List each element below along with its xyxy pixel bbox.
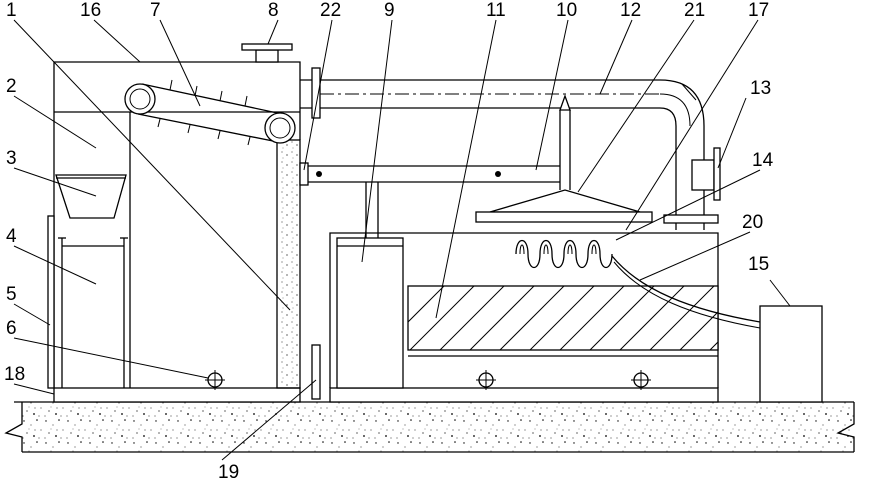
label-10: 10 <box>556 0 577 21</box>
label-18: 18 <box>4 364 25 385</box>
pipe-network <box>299 67 721 238</box>
label-14: 14 <box>752 150 774 171</box>
label-3: 3 <box>6 148 17 169</box>
ground-slab <box>4 401 855 453</box>
right-housing <box>311 232 823 403</box>
label-2: 2 <box>6 76 17 97</box>
label-16: 16 <box>80 0 101 21</box>
conveyor-belt <box>124 79 296 146</box>
label-4: 4 <box>6 226 17 247</box>
label-11: 11 <box>486 0 506 21</box>
label-1: 1 <box>6 0 17 21</box>
label-22: 22 <box>320 0 341 21</box>
label-20: 20 <box>742 212 763 233</box>
label-6: 6 <box>6 318 17 339</box>
left-housing <box>47 43 301 403</box>
label-7: 7 <box>150 0 161 21</box>
part-labels: 1 2 3 4 5 6 7 8 9 10 11 12 13 14 15 16 1… <box>4 0 774 483</box>
label-8: 8 <box>268 0 279 21</box>
label-19: 19 <box>218 462 239 483</box>
label-17: 17 <box>748 0 769 21</box>
leader-lines <box>13 19 791 461</box>
label-13: 13 <box>750 78 771 99</box>
label-15: 15 <box>748 254 769 275</box>
label-21: 21 <box>684 0 705 21</box>
label-12: 12 <box>620 0 641 21</box>
label-5: 5 <box>6 284 17 305</box>
label-9: 9 <box>384 0 395 21</box>
